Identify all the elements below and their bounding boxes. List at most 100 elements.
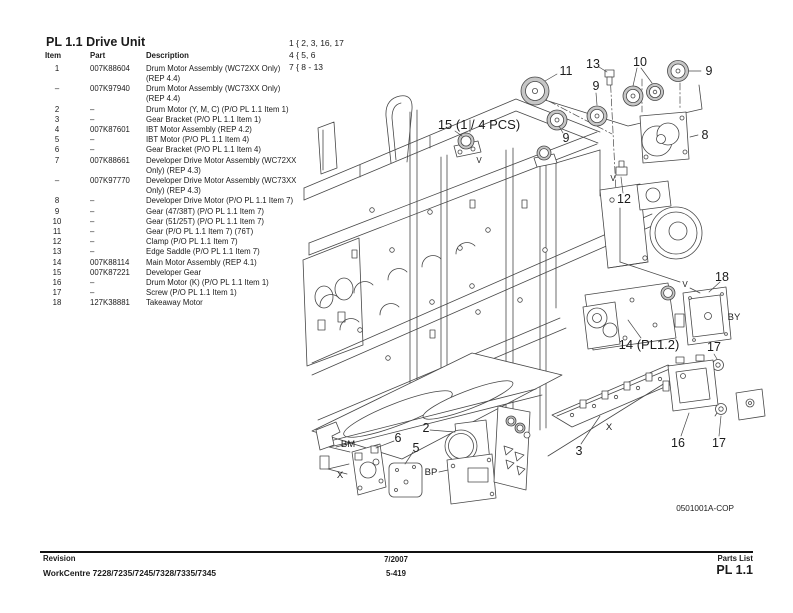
table-row: 15 007K87221 Developer Gear xyxy=(45,268,305,278)
cell-description: Gear (P/O PL 1.1 Item 7) (76T) xyxy=(146,226,254,236)
table-row: 2 – Drum Motor (Y, M, C) (P/O PL 1.1 Ite… xyxy=(45,105,305,115)
footer-revision-label: Revision xyxy=(43,554,76,563)
table-row: 9 – Gear (47/38T) (P/O PL 1.1 Item 7) xyxy=(45,207,305,217)
cell-item-number: 10 xyxy=(52,216,62,226)
cell-description: Developer Drive Motor (P/O PL 1.1 Item 7… xyxy=(146,196,294,206)
cell-item-number: 18 xyxy=(52,298,62,308)
parts-table-body: 1 007K88604 Drum Motor Assembly (WC72XX … xyxy=(45,64,305,309)
cell-item-number: – xyxy=(54,175,60,185)
cell-item-number: 17 xyxy=(52,288,62,298)
table-row: 5 – IBT Motor (P/O PL 1.1 Item 4) xyxy=(45,135,305,145)
cell-part-number: – xyxy=(90,104,95,114)
callout-18: 18 xyxy=(715,270,729,284)
cell-item-number: 12 xyxy=(52,237,62,247)
cell-description: Edge Saddle (P/O PL 1.1 Item 7) xyxy=(146,247,260,257)
cell-description: Clamp (P/O PL 1.1 Item 7) xyxy=(146,237,238,247)
cell-description: Screw (P/O PL 1.1 Item 1) xyxy=(146,288,237,298)
footer-date: 7/2007 xyxy=(384,555,408,564)
table-row: – 007K97940 Drum Motor Assembly (WC73XX … xyxy=(45,84,305,104)
footer-page-number: 5-419 xyxy=(386,569,406,578)
callout-11: 11 xyxy=(560,64,573,78)
callout-6: 6 xyxy=(395,431,402,445)
callout-bm: BM xyxy=(341,439,355,450)
parts-table-header: Item Part Description xyxy=(45,51,305,61)
gear-cluster xyxy=(520,60,689,131)
cell-part-number: – xyxy=(90,226,95,236)
cell-part-number: – xyxy=(90,288,95,298)
footer-divider xyxy=(40,551,753,553)
table-row: 8 – Developer Drive Motor (P/O PL 1.1 It… xyxy=(45,196,305,206)
cell-description: Drum Motor (Y, M, C) (P/O PL 1.1 Item 1) xyxy=(146,104,289,114)
cell-part-number: 007K97770 xyxy=(90,175,130,185)
callout-10: 10 xyxy=(633,55,647,69)
cell-item-number: 9 xyxy=(54,206,60,216)
cell-item-number: 3 xyxy=(54,114,60,124)
callout-17: 17 xyxy=(712,436,726,450)
page-title: PL 1.1 Drive Unit xyxy=(46,35,146,49)
table-row: 7 007K88661 Developer Drive Motor Assemb… xyxy=(45,156,305,176)
note-line: 7 { 8 - 13 xyxy=(289,62,324,73)
cell-item-number: 6 xyxy=(54,145,60,155)
cell-part-number: 127K38881 xyxy=(90,298,130,308)
callout-v: V xyxy=(610,174,616,183)
cell-description: Developer Drive Motor Assembly (WC72XX O… xyxy=(146,155,297,175)
cell-description: Gear Bracket (P/O PL 1.1 Item 4) xyxy=(146,145,261,155)
cell-part-number: 007K88604 xyxy=(90,63,130,73)
callout-5: 5 xyxy=(413,441,420,455)
table-row: 6 – Gear Bracket (P/O PL 1.1 Item 4) xyxy=(45,145,305,155)
table-row: 1 007K88604 Drum Motor Assembly (WC72XX … xyxy=(45,64,305,84)
cell-description: Drum Motor (K) (P/O PL 1.1 Item 1) xyxy=(146,277,269,287)
cell-part-number: – xyxy=(90,145,95,155)
callout-bp: BP xyxy=(425,467,438,478)
callout-17: 17 xyxy=(707,340,721,354)
callout-9: 9 xyxy=(563,131,570,145)
cell-item-number: 2 xyxy=(54,104,60,114)
footer-product-line: WorkCentre 7228/7235/7245/7328/7335/7345 xyxy=(43,568,217,578)
callout-15: 15 (1 / 4 PCS) xyxy=(438,117,520,132)
cell-item-number: 4 xyxy=(54,124,60,134)
cell-part-number: – xyxy=(90,206,95,216)
callout-x: X xyxy=(337,470,344,481)
column-header-part: Part xyxy=(90,51,106,60)
cell-item-number: 1 xyxy=(54,63,60,73)
cell-part-number: 007K88661 xyxy=(90,155,130,165)
cell-description: Gear Bracket (P/O PL 1.1 Item 1) xyxy=(146,114,261,124)
footer-section-code: PL 1.1 xyxy=(716,563,753,577)
cell-part-number: – xyxy=(90,216,95,226)
cell-description: Main Motor Assembly (REP 4.1) xyxy=(146,257,257,267)
cell-description: Drum Motor Assembly (WC73XX Only) (REP 4… xyxy=(146,84,281,104)
callout-14: 14 (PL1.2) xyxy=(619,337,680,352)
cell-part-number: 007K87601 xyxy=(90,124,130,134)
callout-13: 13 xyxy=(586,57,600,71)
callout-v: V xyxy=(476,156,482,165)
callout-16: 16 xyxy=(671,436,685,450)
cell-description: IBT Motor Assembly (REP 4.2) xyxy=(146,124,252,134)
column-header-description: Description xyxy=(146,51,189,60)
callout-9: 9 xyxy=(706,64,713,78)
footer-section-label: Parts List xyxy=(717,554,753,563)
cell-part-number: – xyxy=(90,237,95,247)
callout-2: 2 xyxy=(423,421,430,435)
table-row: 11 – Gear (P/O PL 1.1 Item 7) (76T) xyxy=(45,227,305,237)
callout-3: 3 xyxy=(576,444,583,458)
cell-description: Drum Motor Assembly (WC72XX Only) (REP 4… xyxy=(146,63,281,83)
cell-item-number: 11 xyxy=(52,226,62,236)
cell-item-number: 14 xyxy=(52,257,62,267)
table-row: 17 – Screw (P/O PL 1.1 Item 1) xyxy=(45,288,305,298)
cell-part-number: 007K87221 xyxy=(90,267,130,277)
callout-v: V xyxy=(682,280,688,289)
callout-x: X xyxy=(606,422,613,433)
cell-item-number: 7 xyxy=(54,155,60,165)
table-row: 16 – Drum Motor (K) (P/O PL 1.1 Item 1) xyxy=(45,278,305,288)
note-line: 1 { 2, 3, 16, 17 xyxy=(289,38,344,48)
cell-part-number: – xyxy=(90,247,95,257)
callout-by: BY xyxy=(728,312,741,323)
table-row: 12 – Clamp (P/O PL 1.1 Item 7) xyxy=(45,237,305,247)
table-row: 4 007K87601 IBT Motor Assembly (REP 4.2) xyxy=(45,125,305,135)
cell-part-number: – xyxy=(90,135,95,145)
callout-9: 9 xyxy=(593,79,600,93)
cell-item-number: 13 xyxy=(52,247,62,257)
table-row: 10 – Gear (51/25T) (P/O PL 1.1 Item 7) xyxy=(45,217,305,227)
cell-item-number: 5 xyxy=(54,135,60,145)
cell-item-number: 16 xyxy=(52,277,62,287)
